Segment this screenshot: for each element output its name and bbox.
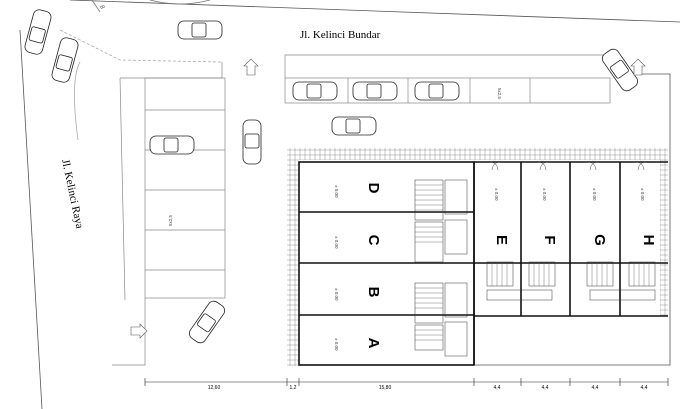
road-marker: 8 [98,5,105,11]
elevation-label: ± 0.00 [542,188,547,201]
unit-label-f: F [541,235,558,244]
unit-label-a: A [365,338,382,349]
dimension-label: 15,80 [379,385,392,391]
dimension-label: 4,4 [592,385,599,391]
east-stair-treads [491,262,650,286]
elevation-label: ± 0.00 [592,188,597,201]
site-boundary-east [475,73,671,366]
car-icon [414,81,460,101]
elevation-label: ± 0.00 [640,188,645,201]
unit-label-d: D [365,183,382,194]
dimension-label: 12,60 [208,385,221,391]
car-icon [24,9,52,55]
parking-labels: 5x2,5 5x2,5 [168,88,502,226]
arrow-right-icon [130,323,148,339]
east-doors [489,161,647,171]
elevation-label: ± 0.00 [334,236,339,249]
east-unit-labels: E F G H [493,234,657,246]
street-label-west: Jl. Kelinci Raya [59,158,85,230]
dimension-labels: 12,60 1,2 15,80 4,4 4,4 4,4 4,4 [208,385,648,391]
roundabout-edge [91,0,211,13]
north-parking-lot [284,54,611,104]
car-icon [292,81,338,101]
car-icon [242,119,262,165]
east-block [473,161,668,365]
east-stair-cores [486,261,656,301]
street-label-north: Jl. Kelinci Bundar [300,29,381,41]
car-icon [188,300,226,344]
unit-label-e: E [493,235,510,245]
road-edges [19,0,680,409]
unit-label-g: G [591,234,608,246]
west-stair-cores [414,179,468,357]
car-icon [51,37,79,83]
car-icon [331,116,377,136]
entry-arrow-icons [130,58,646,339]
unit-label-h: H [640,235,657,246]
elevation-label: ± 0.00 [494,188,499,201]
parked-cars [24,9,639,344]
dimension-label: 1,2 [290,385,297,391]
unit-label-b: B [365,287,382,298]
elevation-label: ± 0.00 [334,185,339,198]
car-icon [352,81,398,101]
elevation-label: ± 0.00 [334,288,339,301]
arrow-up-icon [243,58,259,76]
unit-label-c: C [365,235,382,246]
dimension-label: 4,4 [542,385,549,391]
walkway-paving [287,148,668,366]
west-block [298,161,475,366]
dimension-line [144,378,669,386]
elevation-marks: ± 0.00 ± 0.00 ± 0.00 ± 0.00 ± 0.00 ± 0.0… [334,185,645,351]
parking-label: 5x2,5 [497,88,502,100]
west-stair-treads [415,184,443,341]
arrow-up-icon [630,58,646,76]
elevation-label: ± 0.00 [334,338,339,351]
west-unit-labels: D C B A [365,183,382,349]
dimension-label: 4,4 [494,385,501,391]
car-icon [601,48,639,92]
car-icon [149,135,195,155]
dimension-label: 4,4 [641,385,648,391]
parking-label: 5x2,5 [168,214,173,226]
car-icon [177,20,223,40]
